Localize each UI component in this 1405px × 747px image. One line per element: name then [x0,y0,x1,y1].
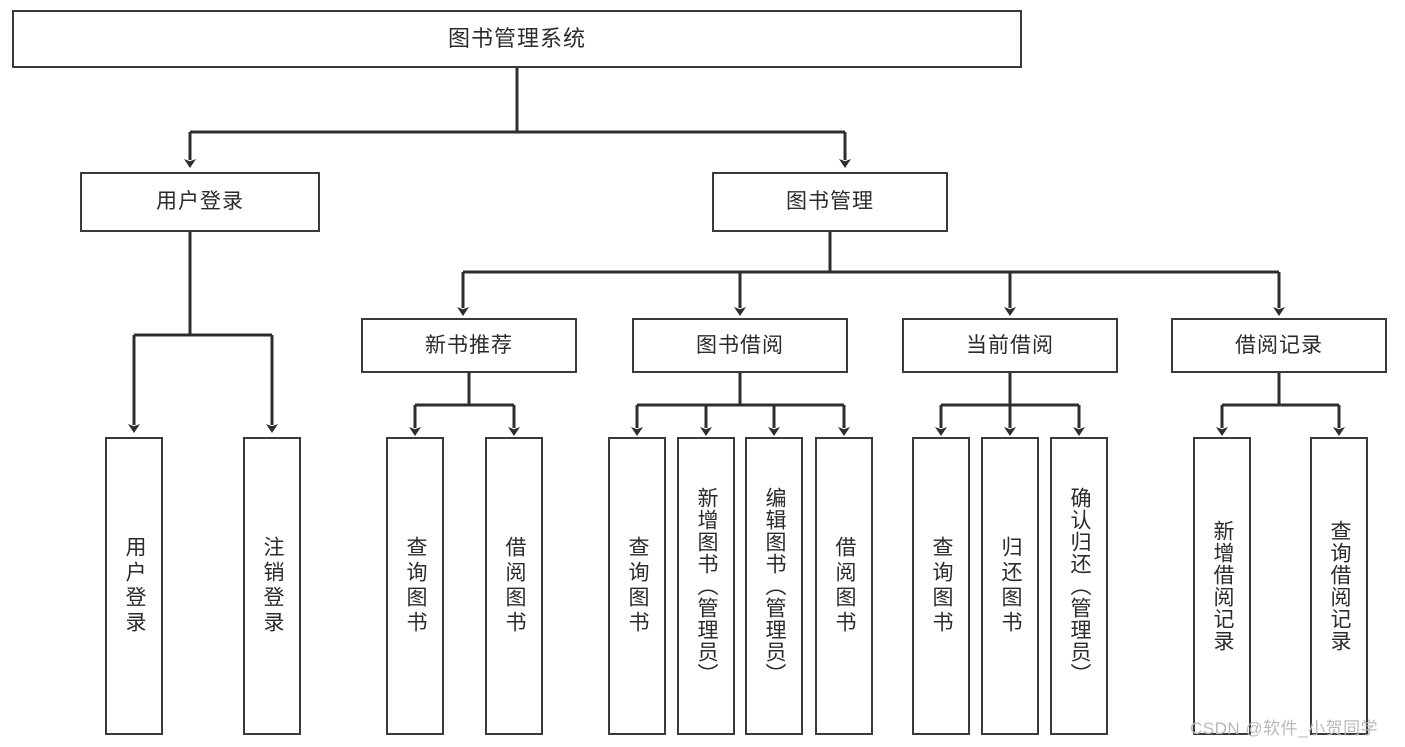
leaf-book-borrow-query[interactable]: 查询图书 [608,437,666,735]
node-label: 编辑图书（管理员） [763,487,787,685]
node-label: 确认归还（管理员） [1068,487,1092,685]
node-label: 用户登录 [123,536,147,636]
node-label: 查询图书 [626,536,650,636]
node-current-borrow[interactable]: 当前借阅 [902,318,1118,373]
node-label: 借阅记录 [1235,333,1323,357]
csdn-watermark: CSDN @软件_小贺同学 [1190,719,1379,738]
node-label: 图书借阅 [696,333,784,357]
leaf-user-login-login[interactable]: 用户登录 [105,437,163,735]
node-label: 用户登录 [156,190,244,214]
node-label: 查询图书 [404,536,428,636]
leaf-current-borrow-confirm-return[interactable]: 确认归还（管理员） [1050,437,1108,735]
node-label: 查询借阅记录 [1328,520,1352,652]
node-label: 归还图书 [999,536,1023,636]
node-book-management[interactable]: 图书管理 [712,172,948,232]
node-label: 图书管理 [786,190,874,214]
leaf-borrow-record-query[interactable]: 查询借阅记录 [1310,437,1368,735]
node-label: 图书管理系统 [447,25,586,51]
leaf-user-login-logout[interactable]: 注销登录 [243,437,301,735]
node-label: 查询图书 [930,536,954,636]
leaf-book-borrow-edit[interactable]: 编辑图书（管理员） [745,437,803,735]
node-root-system[interactable]: 图书管理系统 [12,10,1022,68]
node-label: 借阅图书 [503,536,527,636]
node-label: 新书推荐 [425,333,513,357]
node-user-login[interactable]: 用户登录 [80,172,320,232]
leaf-new-book-borrow[interactable]: 借阅图书 [485,437,543,735]
node-label: 当前借阅 [966,333,1054,357]
node-borrow-record[interactable]: 借阅记录 [1171,318,1387,373]
node-new-book-recommend[interactable]: 新书推荐 [361,318,577,373]
node-book-borrow[interactable]: 图书借阅 [632,318,848,373]
node-label: 新增借阅记录 [1211,520,1235,652]
leaf-current-borrow-return[interactable]: 归还图书 [981,437,1039,735]
leaf-borrow-record-add[interactable]: 新增借阅记录 [1193,437,1251,735]
leaf-current-borrow-query[interactable]: 查询图书 [912,437,970,735]
node-label: 新增图书（管理员） [695,487,719,685]
leaf-book-borrow-add[interactable]: 新增图书（管理员） [677,437,735,735]
leaf-book-borrow-borrow[interactable]: 借阅图书 [815,437,873,735]
node-label: 借阅图书 [833,536,857,636]
node-label: 注销登录 [261,536,285,636]
leaf-new-book-query[interactable]: 查询图书 [386,437,444,735]
